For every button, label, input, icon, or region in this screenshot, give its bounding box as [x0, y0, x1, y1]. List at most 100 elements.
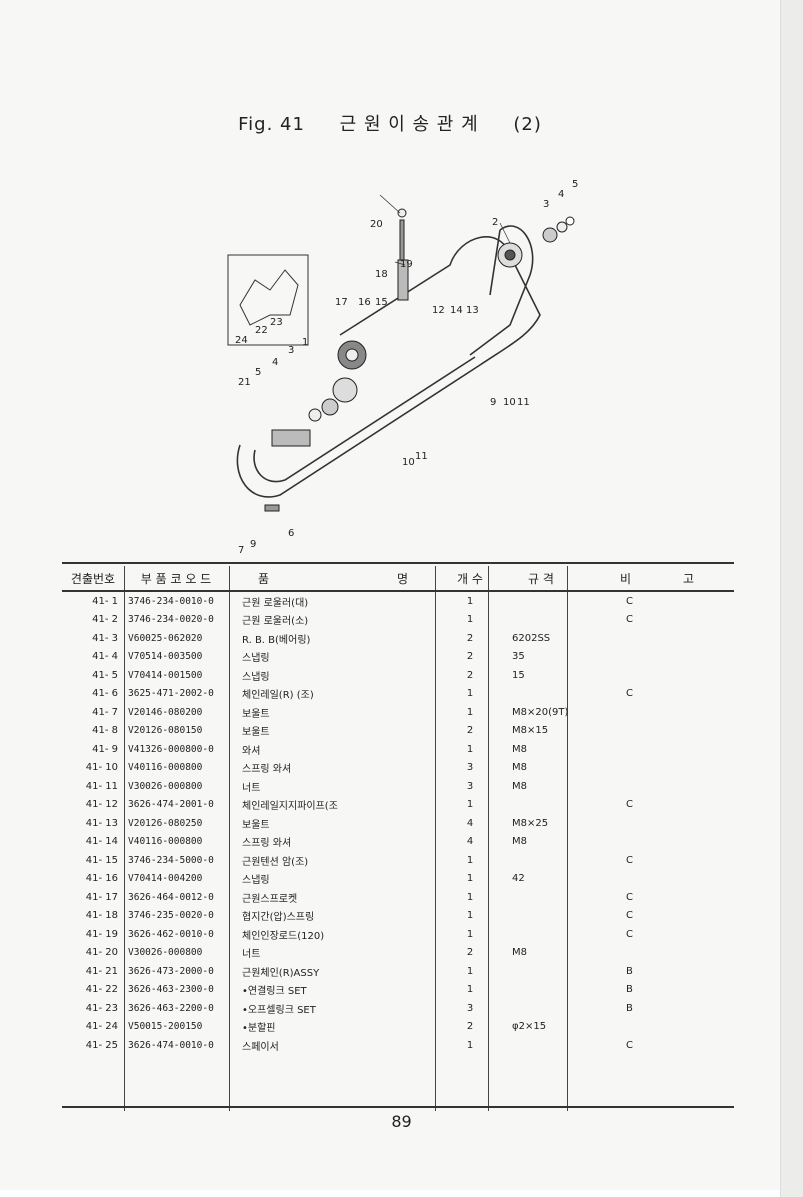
quantity-cell: 1 [466, 688, 474, 700]
col-divider [488, 566, 489, 1111]
bolt [264, 504, 280, 512]
spec-cell [498, 962, 584, 981]
part-code-cell: V70514-003500 [128, 651, 203, 663]
index-cell: 41- 24 [85, 1021, 118, 1033]
tension-rod [399, 219, 405, 261]
part-code-cell: V40116-000800 [128, 836, 203, 848]
part-code-cell: 3626-474-2001-0 [128, 799, 214, 811]
quantity-cell: 3 [466, 1002, 474, 1014]
part-code-cell: V50015-200150 [128, 1021, 203, 1033]
remarks-cell [584, 648, 734, 667]
quantity-cell: 1 [466, 873, 474, 885]
svg-text:16: 16 [358, 297, 371, 308]
col-divider [567, 566, 568, 1111]
part-name-cell: •연결링크 SET [242, 986, 307, 998]
remarks-cell [584, 777, 734, 796]
quantity-cell: 2 [466, 669, 474, 681]
document-page [0, 0, 780, 1190]
table-top-rule [62, 562, 734, 564]
svg-text:2: 2 [492, 217, 498, 228]
svg-text:4: 4 [272, 357, 278, 368]
remarks-cell: C [626, 799, 633, 811]
svg-text:11: 11 [517, 397, 530, 408]
remarks-cell [584, 666, 734, 685]
index-cell: 41- 5 [92, 669, 118, 681]
index-cell: 41- 21 [85, 965, 118, 977]
header-part-name: 품 명 [228, 566, 442, 592]
part-name-cell: 너트 [242, 949, 261, 961]
quantity-cell: 1 [466, 799, 474, 811]
quantity-cell: 2 [466, 651, 474, 663]
index-cell: 41- 4 [92, 651, 118, 663]
quantity-cell: 1 [466, 984, 474, 996]
svg-text:3: 3 [543, 199, 549, 210]
part-code-cell: 3626-463-2200-0 [128, 1002, 214, 1014]
remarks-cell: B [626, 1002, 633, 1014]
figure-title: Fig. 41 근 원 이 송 관 계 (2) [0, 110, 780, 136]
index-cell: 41- 3 [92, 632, 118, 644]
svg-text:24: 24 [235, 335, 248, 346]
svg-text:21: 21 [238, 377, 251, 388]
chain-segment [271, 429, 311, 447]
part-code-cell: 3746-234-0010-0 [128, 595, 214, 607]
index-cell: 41- 17 [85, 891, 118, 903]
index-cell: 41- 14 [85, 836, 118, 848]
spec-cell [498, 796, 584, 815]
svg-text:10: 10 [402, 457, 415, 468]
spec-cell [498, 685, 584, 704]
spec-cell: M8 [512, 836, 527, 848]
remarks-cell [584, 944, 734, 963]
remarks-cell: B [626, 984, 633, 996]
part-name-cell: 와셔 [242, 745, 261, 757]
part-code-cell: 3626-474-0010-0 [128, 1039, 214, 1051]
spec-cell: M8 [512, 743, 527, 755]
svg-text:12: 12 [432, 305, 445, 316]
part-name-cell: 스프링 와셔 [242, 838, 292, 850]
index-cell: 41- 20 [85, 947, 118, 959]
part-shapes [264, 208, 575, 512]
part-name-cell: 협지간(압)스프링 [242, 912, 315, 924]
spec-cell [498, 999, 584, 1018]
spec-cell: M8×25 [512, 817, 549, 829]
part-name-cell: 스페이서 [242, 1041, 279, 1053]
spec-cell: φ2×15 [512, 1021, 547, 1033]
remarks-cell [584, 814, 734, 833]
table-header-row: 견출번호 부 품 코 오 드 품 명 개 수 규 격 비 고 [62, 566, 734, 592]
svg-text:15: 15 [375, 297, 388, 308]
part-name-cell: 근원텐션 암(조) [242, 856, 309, 868]
spec-cell [498, 888, 584, 907]
quantity-cell: 1 [466, 743, 474, 755]
spec-cell [498, 907, 584, 926]
part-code-cell: V60025-062020 [128, 632, 203, 644]
part-name-cell: 너트 [242, 782, 261, 794]
part-code-cell: 3626-473-2000-0 [128, 965, 214, 977]
chain-rail-outline [236, 225, 541, 498]
remarks-cell [584, 629, 734, 648]
svg-text:4: 4 [558, 189, 564, 200]
quantity-cell: 2 [466, 1021, 474, 1033]
spec-cell [498, 981, 584, 1000]
quantity-cell: 4 [466, 836, 474, 848]
part-name-cell: 체인레일(R) (조) [242, 690, 314, 702]
svg-text:3: 3 [288, 345, 294, 356]
part-code-cell: 3625-471-2002-0 [128, 688, 214, 700]
index-cell: 41- 2 [92, 614, 118, 626]
svg-text:23: 23 [270, 317, 283, 328]
part-code-cell: V70414-001500 [128, 669, 203, 681]
quantity-cell: 1 [466, 965, 474, 977]
spec-cell [498, 851, 584, 870]
part-name-cell: 근원 로울러(대) [242, 597, 309, 609]
part-name-cell: 근원체인(R)ASSY [242, 967, 320, 979]
part-code-cell: V20146-080200 [128, 706, 203, 718]
spec-cell [498, 611, 584, 630]
quantity-cell: 1 [466, 706, 474, 718]
svg-text:19: 19 [400, 259, 413, 270]
